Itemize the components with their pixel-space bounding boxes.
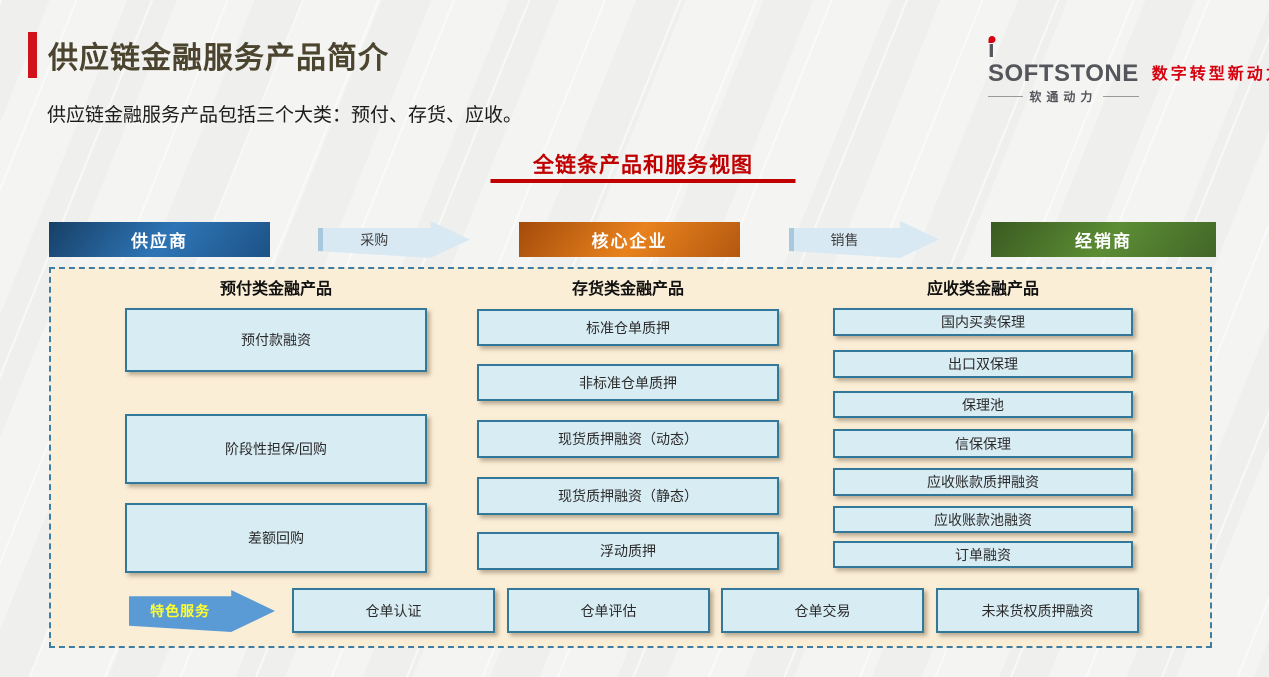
receivable-product-box: 信保保理 <box>833 429 1133 458</box>
isoftstone-logo: iSOFTSTONE 软通动力 数字转型新动力 <box>988 38 1269 105</box>
prepaid-product-box: 阶段性担保/回购 <box>125 414 427 484</box>
flow-arrow-label: 采购 <box>360 231 389 248</box>
special-service-box: 未来货权质押融资 <box>936 588 1139 633</box>
inventory-product-box: 现货质押融资（动态） <box>477 420 779 458</box>
receivable-product-box: 保理池 <box>833 391 1133 418</box>
prepaid-product-box: 预付款融资 <box>125 308 427 372</box>
special-service-box: 仓单交易 <box>721 588 924 633</box>
prepaid-product-box: 差额回购 <box>125 503 427 573</box>
special-services-label: 特色服务 <box>150 603 211 619</box>
flow-arrow-procurement: 采购 <box>318 221 470 258</box>
special-service-box: 仓单认证 <box>292 588 495 633</box>
flow-node-distributor: 经销商 <box>991 222 1216 257</box>
receivable-product-box: 应收账款质押融资 <box>833 468 1133 496</box>
flow-node-core-enterprise: 核心企业 <box>519 222 740 257</box>
logo-brand-en: iSOFTSTONE <box>988 38 1139 86</box>
flow-node-supplier: 供应商 <box>49 222 270 257</box>
special-service-box: 仓单评估 <box>507 588 710 633</box>
receivable-product-box: 出口双保理 <box>833 350 1133 378</box>
receivable-product-box: 国内买卖保理 <box>833 308 1133 336</box>
logo-letter-i: i <box>988 36 996 63</box>
flow-arrow-label: 销售 <box>830 231 859 248</box>
column-header-inventory: 存货类金融产品 <box>571 281 684 298</box>
title-accent-bar <box>28 32 37 78</box>
logo-right-rule <box>1103 96 1139 97</box>
products-panel: 预付类金融产品 存货类金融产品 应收类金融产品 预付款融资 阶段性担保/回购 差… <box>49 267 1212 648</box>
logo-slogan: 数字转型新动力 <box>1151 65 1269 83</box>
logo-brand-text: SOFTSTONE <box>988 60 1139 87</box>
inventory-product-box: 浮动质押 <box>477 532 779 570</box>
logo-brand-cn: 软通动力 <box>1029 90 1098 104</box>
inventory-product-box: 标准仓单质押 <box>477 309 779 346</box>
special-services-arrow: 特色服务 <box>129 590 275 632</box>
column-header-receivable: 应收类金融产品 <box>926 281 1039 298</box>
flow-arrow-sales: 销售 <box>789 221 939 258</box>
column-header-prepaid: 预付类金融产品 <box>219 281 332 298</box>
subtitle: 供应链金融服务产品包括三个大类：预付、存货、应收。 <box>47 105 523 126</box>
logo-brand-block: iSOFTSTONE 软通动力 <box>988 38 1139 105</box>
page-title: 供应链金融服务产品简介 <box>48 42 389 75</box>
section-title-underline <box>490 179 796 183</box>
receivable-product-box: 应收账款池融资 <box>833 506 1133 533</box>
receivable-product-box: 订单融资 <box>833 541 1133 568</box>
inventory-product-box: 现货质押融资（静态） <box>477 477 779 515</box>
logo-brand-cn-row: 软通动力 <box>988 88 1139 105</box>
logo-left-rule <box>988 96 1024 97</box>
inventory-product-box: 非标准仓单质押 <box>477 364 779 401</box>
section-title: 全链条产品和服务视图 <box>533 154 753 177</box>
